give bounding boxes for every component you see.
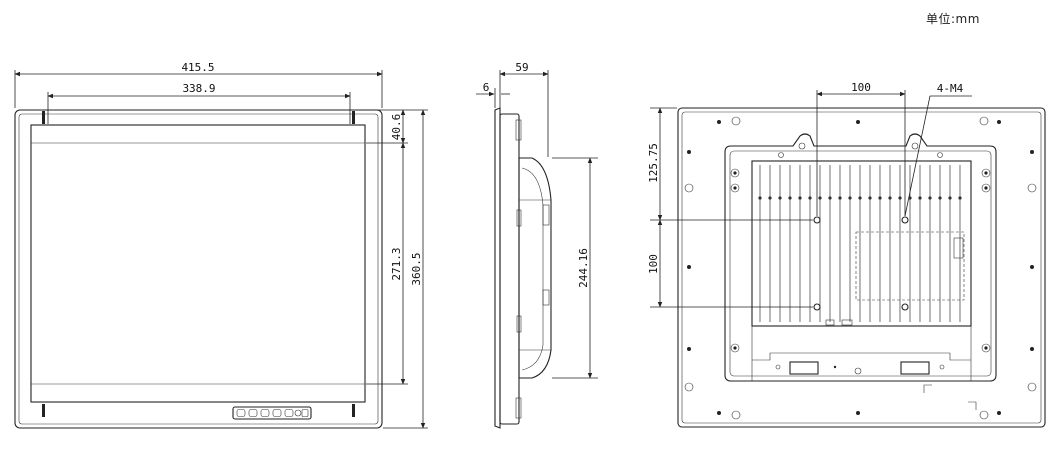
side-depth-label: 59 bbox=[515, 61, 528, 74]
rear-bezel bbox=[677, 107, 1046, 428]
rear-screws-label: 4-M4 bbox=[937, 82, 964, 95]
rear-chassis bbox=[724, 133, 997, 382]
rear-top-offset-label: 125.75 bbox=[647, 143, 660, 183]
front-top-offset-label: 40.6 bbox=[390, 114, 403, 141]
front-dim-lines bbox=[14, 70, 428, 429]
side-body-height-label: 244.16 bbox=[577, 248, 590, 288]
rear-dim-lines bbox=[650, 90, 972, 308]
heatsink-fins bbox=[759, 165, 961, 322]
side-dim-lines bbox=[476, 70, 598, 379]
front-width-label: 415.5 bbox=[181, 61, 214, 74]
rear-vesa-h-label: 100 bbox=[851, 81, 871, 94]
rear-vesa-v-label: 100 bbox=[647, 254, 660, 274]
front-bezel bbox=[14, 109, 383, 429]
front-view bbox=[14, 109, 383, 429]
side-view bbox=[494, 107, 552, 429]
front-active-height-label: 271.3 bbox=[390, 247, 403, 280]
front-active-width-label: 338.9 bbox=[182, 82, 215, 95]
front-overall-height-label: 360.5 bbox=[410, 252, 423, 285]
unit-label: 单位:mm bbox=[926, 12, 980, 26]
rear-view bbox=[677, 107, 1046, 428]
side-bezel-depth-label: 6 bbox=[483, 81, 490, 94]
front-screen bbox=[30, 124, 366, 403]
vesa-holes bbox=[813, 216, 909, 311]
front-control-buttons bbox=[232, 406, 312, 420]
